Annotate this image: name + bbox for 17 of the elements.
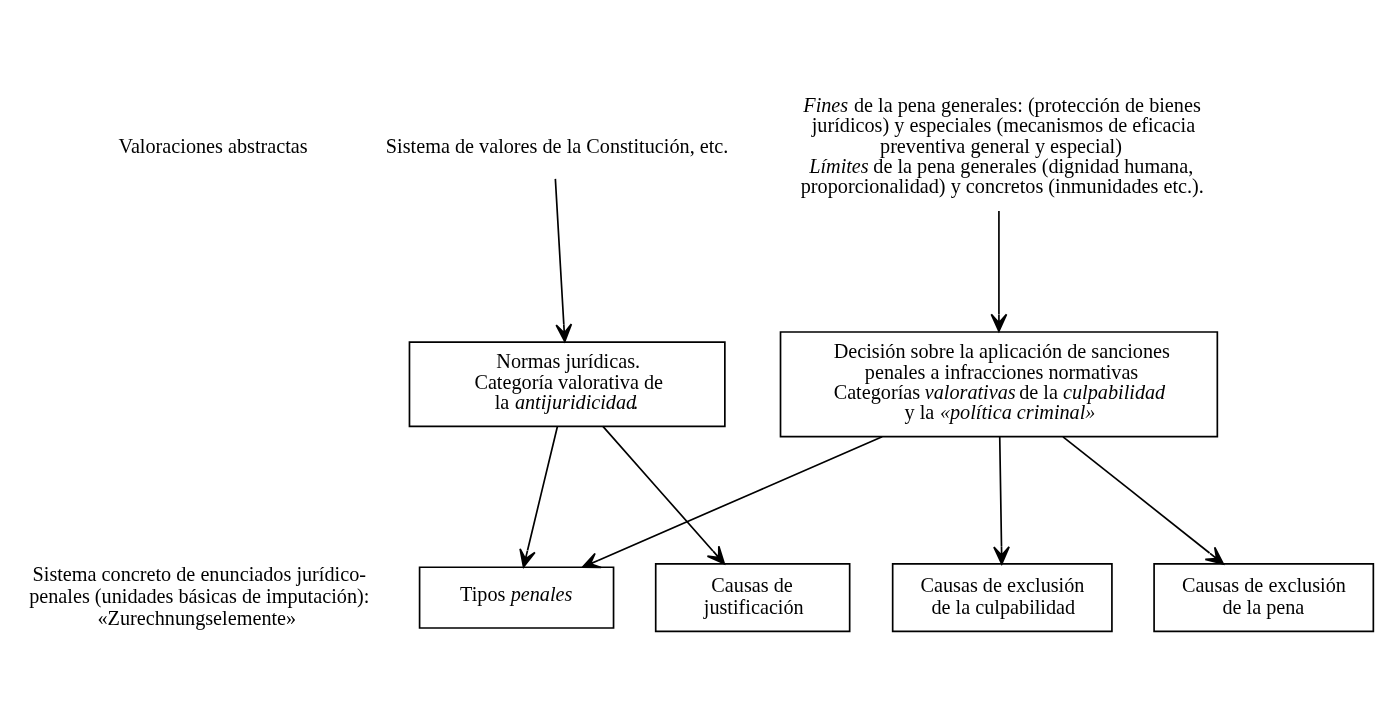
arrow <box>1062 435 1225 565</box>
label: Sistema concreto de enunciados jurídico-penales (unidades básicas de imputación): «Zurechnungselemente» <box>29 562 370 629</box>
node-text: Fines de la pena generales: (protección de bienes jurídicos) y especiales (mecanismos de eficacia preventiva general y especial) Límites de la pena generales (dignidad humana, proporcionalidad) y concretos (inmunidades etc.). <box>800 93 1204 197</box>
node-box: Causas de exclusión de la pena <box>1153 562 1375 632</box>
arrow <box>990 209 1008 332</box>
arrow <box>519 425 559 568</box>
arrow <box>581 435 883 568</box>
arrow <box>602 425 726 565</box>
label: Valoraciones abstractas <box>118 134 308 157</box>
node-box: Causas de exclusión de la culpabilidad <box>891 562 1113 632</box>
arrow <box>554 177 573 342</box>
node-box: Tipos penales <box>418 565 615 629</box>
arrow <box>993 435 1010 565</box>
node-box: Normas jurídicas. Categoría valorativa de la antijuridicidad. <box>408 340 726 427</box>
node-box: Decisión sobre la aplicación de sanciones penales a infracciones normativas Categorías valorativas de la culpabilidad y la «política criminal» <box>779 330 1219 437</box>
node-text: Sistema de valores de la Constitución, etc. <box>385 134 729 157</box>
node-box: Causas de justificación <box>654 562 851 632</box>
